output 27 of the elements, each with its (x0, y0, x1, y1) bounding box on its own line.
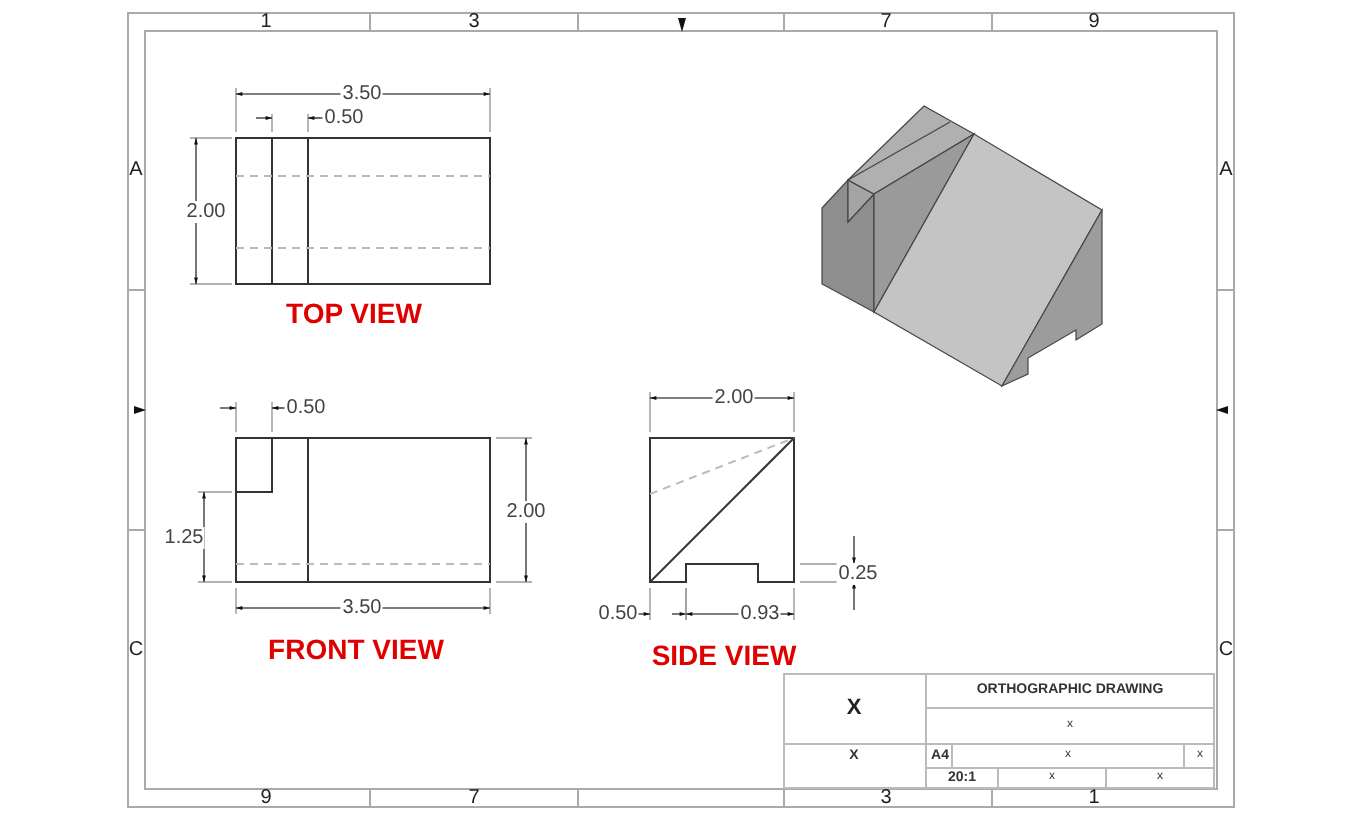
dimension-value: 2.00 (712, 387, 756, 409)
view-title: SIDE VIEW (651, 641, 797, 671)
zone-number: 9 (1088, 11, 1100, 33)
zone-letter: C (1218, 639, 1234, 661)
dimension-value: 2.00 (184, 201, 228, 223)
zone-letter: C (128, 639, 144, 661)
dimension-value: 1.25 (162, 527, 206, 549)
zone-number: 9 (260, 787, 272, 809)
dimension-value: 0.50 (596, 603, 640, 625)
zone-letter: A (129, 159, 143, 181)
zone-number: 7 (468, 787, 480, 809)
dimension-value: 0.93 (738, 603, 782, 625)
dimension-value: 0.50 (322, 107, 366, 129)
title-block-text: X (846, 696, 862, 720)
zone-number: 7 (880, 11, 892, 33)
zone-number: 3 (880, 787, 892, 809)
dimension-value: 2.00 (504, 501, 548, 523)
zone-number: 1 (260, 11, 272, 33)
zone-number: 3 (468, 11, 480, 33)
zone-letter: A (1219, 159, 1233, 181)
view-title: TOP VIEW (286, 299, 422, 329)
dimension-value: 3.50 (340, 597, 384, 619)
view-title: FRONT VIEW (268, 635, 444, 665)
dimension-value: 0.25 (836, 563, 880, 585)
dimension-value: 0.50 (284, 397, 328, 419)
dimension-value: 3.50 (340, 83, 384, 105)
zone-number: 1 (1088, 787, 1100, 809)
